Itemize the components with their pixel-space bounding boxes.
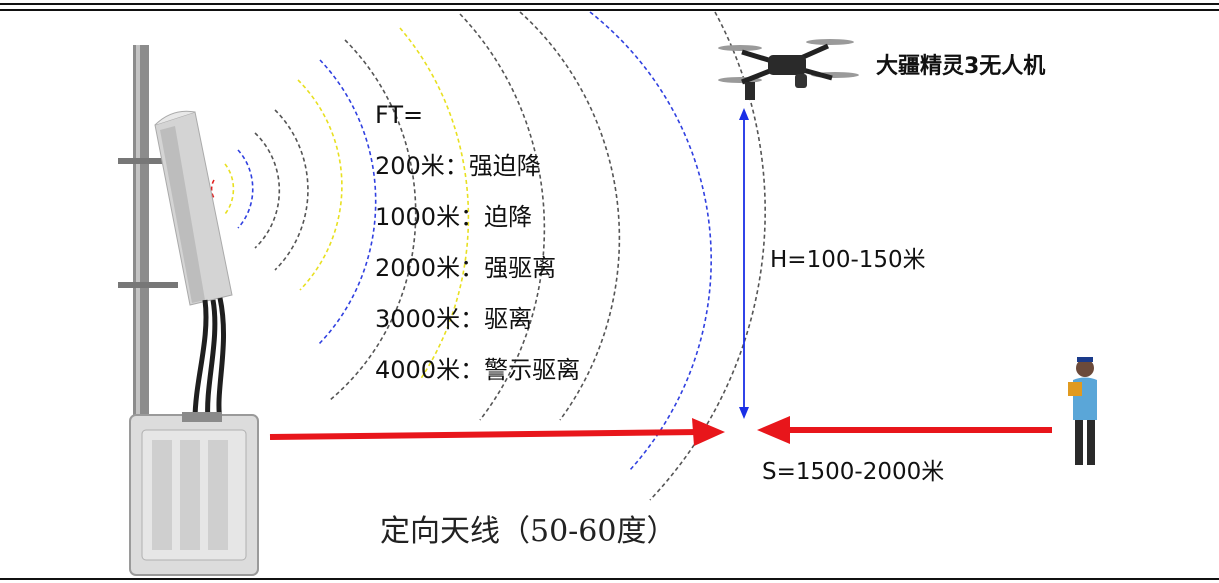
- drone-icon: [718, 39, 859, 100]
- wave-blue-3: [589, 11, 712, 471]
- directional-antenna: [154, 110, 233, 306]
- cable-3: [216, 297, 227, 421]
- arrow-left-head: [692, 418, 725, 446]
- wave-yellow-3: [399, 27, 470, 381]
- jammer-rib-3: [208, 440, 228, 550]
- ft-list: FT= 200米：强迫降 1000米：迫降 2000米：强驱离 3000米：驱离…: [375, 100, 580, 385]
- ft-item: 2000米：强驱离: [375, 254, 557, 282]
- rotor-top-right: [806, 39, 854, 45]
- height-label: H=100-150米: [770, 247, 926, 273]
- distance-arrows: [269, 416, 1052, 446]
- drone-label: 大疆精灵3无人机: [876, 54, 1046, 79]
- cable-1: [192, 299, 209, 421]
- height-arrow: [739, 108, 749, 419]
- wave-red: [210, 179, 215, 199]
- antenna-cables: [192, 297, 227, 421]
- height-arrow-bottom: [739, 407, 749, 419]
- wave-yellow-1: [224, 163, 235, 215]
- operator-icon: [1068, 357, 1097, 465]
- drone-camera: [795, 74, 807, 88]
- wave-gray-5: [519, 11, 621, 421]
- bracket-lower: [118, 282, 178, 288]
- ft-item: 1000米：迫降: [375, 203, 533, 231]
- person-controller: [1068, 382, 1082, 396]
- ft-item: 200米：强迫降: [375, 152, 541, 180]
- rotor-top-left: [718, 45, 762, 51]
- distance-label: S=1500-2000米: [762, 459, 945, 485]
- antenna-caption: 定向天线（50-60度）: [380, 514, 677, 549]
- jammer-connector: [182, 412, 222, 422]
- jammer-rib-1: [152, 440, 172, 550]
- person-leg-right: [1087, 420, 1095, 465]
- jammer-rib-2: [180, 440, 200, 550]
- ft-header: FT=: [375, 101, 424, 129]
- wave-gray-3: [329, 39, 417, 401]
- cable-2: [205, 299, 218, 421]
- wave-blue-1: [237, 149, 254, 229]
- wave-gray-1: [254, 132, 281, 249]
- person-cap: [1077, 357, 1093, 362]
- wave-gray-2: [274, 109, 309, 271]
- wave-blue-2: [317, 59, 377, 346]
- wave-gray-4: [459, 13, 546, 421]
- ft-item: 3000米：驱离: [375, 305, 533, 333]
- mast-highlight: [136, 45, 140, 565]
- antenna-panel-shade: [160, 126, 205, 303]
- arrow-left-shaft: [269, 429, 701, 440]
- wave-yellow-2: [297, 79, 343, 291]
- ft-item: 4000米：警示驱离: [375, 356, 581, 384]
- antenna-top-cap: [154, 110, 196, 126]
- height-arrow-top: [739, 108, 749, 120]
- jammer-unit: [129, 412, 259, 576]
- person-leg-left: [1075, 420, 1083, 465]
- drone-body: [768, 55, 806, 75]
- arrow-right-head: [757, 416, 790, 444]
- bracket-upper: [118, 158, 178, 164]
- drone-leg-1: [745, 82, 755, 100]
- person-head: [1076, 359, 1094, 377]
